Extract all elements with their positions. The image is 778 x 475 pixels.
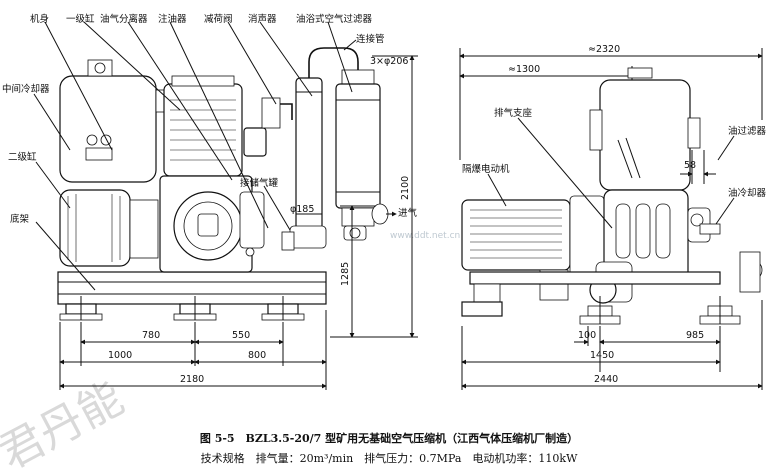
label-oil-filter: 油过滤器 [728, 125, 767, 137]
oil-bath-air-filter [335, 69, 389, 241]
label-oil-cooler: 油冷却器 [728, 187, 767, 199]
dim-780: 780 [142, 330, 160, 341]
dim-1285: 1285 [340, 262, 351, 286]
right-view: ≈2320 ≈1300 [459, 44, 767, 390]
dim-2180: 2180 [180, 374, 204, 385]
dim-1300: ≈1300 [508, 64, 540, 75]
label-silencer: 消声器 [248, 13, 277, 25]
base-frame [57, 271, 327, 305]
left-horizontal-dims [59, 310, 327, 390]
dim-1450: 1450 [590, 350, 614, 361]
right-base [461, 271, 741, 325]
dim-800: 800 [248, 350, 266, 361]
figure-caption-title: 图 5-5 BZL3.5-20/7 型矿用无基础空气压缩机（江西气体压缩机厂制造… [199, 432, 579, 445]
dim-2320: ≈2320 [588, 44, 620, 55]
label-second-stage-cylinder: 二级缸 [8, 151, 37, 163]
figure-caption-specs: 技术规格 排气量：20m³/min 排气压力：0.7MPa 电动机功率：110k… [200, 452, 578, 465]
right-bottom-dims [461, 300, 763, 390]
dim-58: 58 [684, 160, 696, 171]
label-body: 机身 [30, 13, 49, 25]
dim-58-lines [680, 150, 716, 184]
right-leaders [487, 117, 735, 229]
right-intercooler [589, 67, 701, 191]
connecting-pipe [308, 47, 359, 82]
oil-injector [243, 97, 293, 157]
dim-550: 550 [232, 330, 250, 341]
label-oil-bath-air-filter: 油浴式空气过滤器 [296, 13, 373, 25]
right-top-dims [459, 48, 763, 160]
label-air-intake: 进气 [398, 207, 418, 219]
dim-100: 100 [578, 330, 596, 341]
intercooler [59, 59, 173, 183]
left-view: 机身 一级缸 油气分离器 注油器 减荷阀 消声器 油浴式空气过滤器 连接管 3×… [2, 13, 418, 390]
dim-985: 985 [686, 330, 704, 341]
label-connecting-pipe: 连接管 [356, 33, 385, 45]
watermark-site: www.ddt.net.cn [390, 231, 460, 241]
dim-2100: 2100 [400, 176, 411, 200]
left-vertical-dims [330, 55, 418, 338]
label-explosion-proof-motor: 隔爆电动机 [462, 163, 510, 175]
second-stage-cylinder [59, 189, 159, 267]
label-oil-gas-separator: 油气分离器 [100, 13, 148, 25]
dim-1000: 1000 [108, 350, 132, 361]
crankcase [159, 175, 265, 273]
base-feet [59, 296, 305, 321]
silencer [281, 77, 327, 251]
label-unloading-valve: 减荷阀 [204, 13, 233, 25]
label-lubricator: 注油器 [158, 13, 187, 25]
label-exhaust-support: 排气支座 [494, 107, 533, 119]
dim-2440: 2440 [594, 374, 618, 385]
label-first-stage-cylinder: 一级缸 [66, 13, 95, 25]
label-phi185: φ185 [290, 204, 314, 215]
label-to-receiver: 接储气罐 [240, 177, 279, 189]
label-pipe-spec: 3×φ206 [370, 56, 408, 67]
label-intercooler: 中间冷却器 [2, 83, 50, 95]
left-leaders [33, 21, 357, 291]
right-compressor-block [589, 189, 763, 304]
label-base-frame: 底架 [10, 213, 30, 225]
